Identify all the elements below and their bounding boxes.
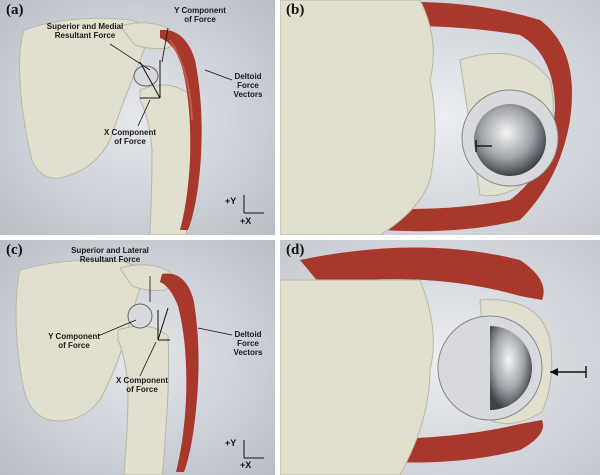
humeral-head — [474, 104, 546, 176]
scapula — [280, 0, 436, 235]
panel-d-label: (d) — [286, 242, 305, 258]
deltoid-muscle — [160, 29, 202, 230]
implant — [133, 65, 159, 87]
deltoid-muscle — [160, 273, 199, 472]
axis-x-label: +X — [240, 460, 252, 470]
resultant-force-label: Superior and Lateral Resultant Force — [71, 246, 149, 264]
humerus — [117, 325, 170, 475]
resultant-force-label: Superior and Medial Resultant Force — [46, 22, 124, 40]
panel-b: (b) — [280, 0, 600, 235]
axis-indicator-a — [243, 195, 264, 214]
panel-b-label: (b) — [286, 2, 305, 18]
deltoid-muscle — [300, 247, 544, 300]
panel-d: (d) — [280, 240, 600, 475]
panel-a-illustration — [0, 0, 275, 235]
axis-indicator-c — [243, 440, 264, 459]
panel-c-illustration — [0, 240, 275, 475]
axis-y-label: +Y — [225, 438, 237, 448]
deltoid-force-label: Deltoid Force Vectors — [233, 330, 263, 357]
y-component-label: Y Component of Force — [48, 332, 100, 350]
panel-d-illustration — [280, 240, 600, 475]
panel-c-label: (c) — [6, 242, 23, 258]
axis-x-label: +X — [240, 216, 252, 226]
scapula — [15, 259, 142, 422]
x-component-label: X Component of Force — [104, 128, 156, 146]
deltoid-force-label: Deltoid Force Vectors — [233, 72, 263, 99]
humeral-head — [490, 326, 532, 410]
panel-b-illustration — [280, 0, 600, 235]
scapula — [280, 279, 434, 475]
panel-a-label: (a) — [6, 2, 24, 18]
panel-a: (a) Superior and Medial Resultant Force … — [0, 0, 275, 235]
x-component-label: X Component of Force — [116, 376, 168, 394]
panel-c: (c) Superior and Lateral Resultant Force… — [0, 240, 275, 475]
y-component-label: Y Component of Force — [174, 6, 226, 24]
scapula — [19, 17, 149, 179]
axis-y-label: +Y — [225, 196, 237, 206]
implant — [127, 303, 153, 329]
